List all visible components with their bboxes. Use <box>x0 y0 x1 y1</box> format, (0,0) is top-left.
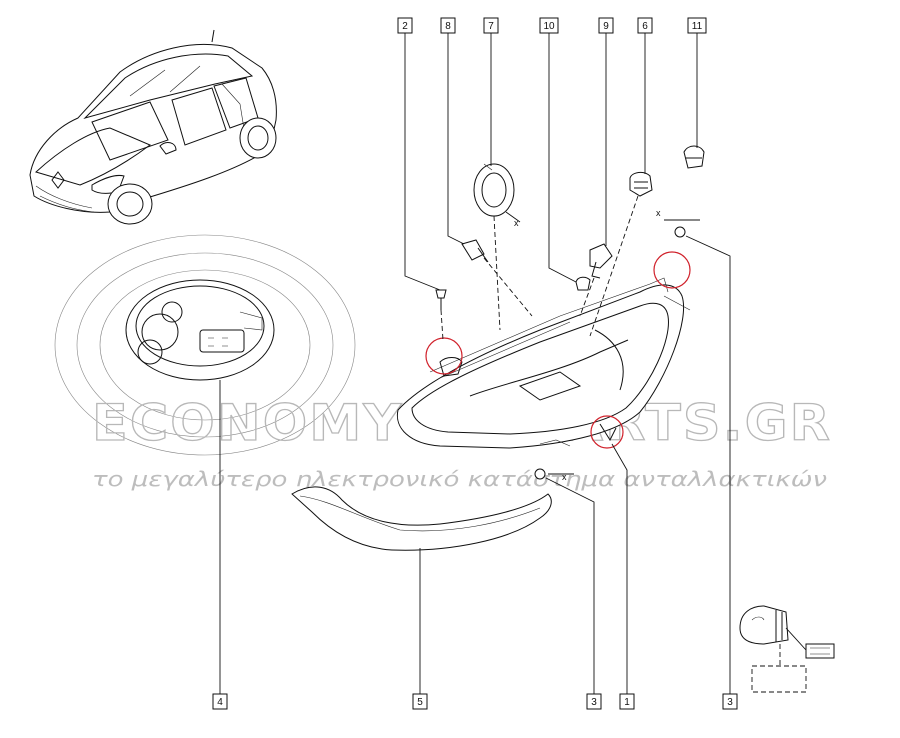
callout-label: 2 <box>402 21 408 32</box>
callout-label: 3 <box>727 697 733 708</box>
red-highlights <box>425 251 691 449</box>
highlight-mount-bottom <box>590 415 624 449</box>
nut-part-3-right <box>674 226 686 238</box>
side-bulb-part <box>683 145 705 169</box>
callout-3-right: 3 <box>722 693 738 710</box>
callout-label: 11 <box>692 21 703 32</box>
callout-10: 10 <box>539 17 559 34</box>
trim-strip-part <box>291 486 552 551</box>
nut-part-3-mid <box>534 468 546 480</box>
highlight-mount-top <box>653 251 691 289</box>
callout-label: 4 <box>217 697 223 708</box>
callout-label: 5 <box>417 697 423 708</box>
dust-cap-part <box>473 163 515 217</box>
leader-lines <box>219 33 731 694</box>
callout-label: 7 <box>488 21 494 32</box>
callout-8: 8 <box>440 17 456 34</box>
callout-label: 1 <box>624 697 630 708</box>
small-bulb-part <box>575 276 591 291</box>
axis-mark: x <box>562 472 567 482</box>
callout-6: 6 <box>637 17 653 34</box>
axis-mark: x <box>656 208 661 218</box>
small-bulb-holder-part <box>461 239 489 263</box>
callout-5: 5 <box>412 693 428 710</box>
callout-label: 8 <box>445 21 451 32</box>
callout-11: 11 <box>687 17 707 34</box>
callout-7: 7 <box>483 17 499 34</box>
callout-label: 6 <box>642 21 648 32</box>
watermark-tagline: το μεγαλύτερο ηλεκτρονικό κατάστημα αντα… <box>92 467 827 491</box>
callout-4: 4 <box>212 693 228 710</box>
callouts: 2 8 7 10 9 6 11 4 <box>212 17 738 710</box>
screw-part-2 <box>435 289 447 310</box>
callout-label: 3 <box>591 697 597 708</box>
car-illustration <box>29 29 277 225</box>
replacement-bulb <box>739 605 835 693</box>
highlight-mount-left <box>425 337 463 375</box>
axis-marks: x x x <box>505 208 700 482</box>
callout-label: 9 <box>603 21 609 32</box>
callout-label: 10 <box>543 21 555 32</box>
axis-mark: x <box>514 218 519 228</box>
bulb-adapter-closeup <box>125 279 275 381</box>
turn-signal-bulb-part <box>629 171 653 197</box>
callout-3-mid: 3 <box>586 693 602 710</box>
bulb-socket-part <box>589 243 613 279</box>
watermark-logo-rings <box>54 234 356 456</box>
callout-2: 2 <box>397 17 413 34</box>
callout-1: 1 <box>619 693 635 710</box>
callout-9: 9 <box>598 17 614 34</box>
